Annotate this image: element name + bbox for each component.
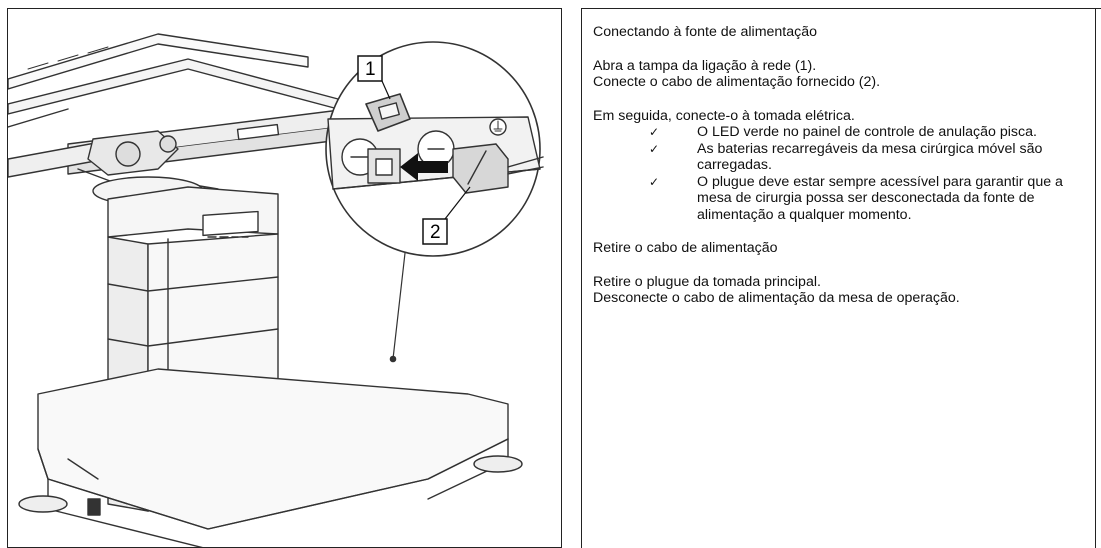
step-remove-plug: Retire o plugue da tomada principal. [593, 273, 821, 290]
result-item: ✓ O plugue deve estar sempre acessível p… [649, 173, 1063, 223]
check-icon: ✓ [649, 141, 660, 156]
callout-box-2 [422, 218, 448, 245]
result-item: ✓ As baterias recarregáveis da mesa cirú… [649, 140, 1043, 174]
illustration-panel: 1 2 [7, 8, 562, 548]
callout-1-label: 1 [365, 59, 376, 80]
step-open-cover: Abra a tampa da ligação à rede (1). [593, 57, 817, 74]
check-icon: ✓ [649, 174, 660, 189]
surgical-table-illustration: 1 2 [8, 33, 544, 547]
callout-2-label: 2 [430, 222, 441, 243]
instructions-panel [581, 8, 1101, 548]
result-list: ✓ O LED verde no painel de controle de a… [593, 124, 1098, 223]
remove-heading: Retire o cabo de alimentação [593, 240, 778, 256]
step-connect-outlet: Em seguida, conecte-o à tomada elétrica. [593, 107, 855, 124]
check-icon: ✓ [649, 125, 660, 139]
instructions-text: Conectando à fonte de alimentação Abra a… [593, 24, 1098, 307]
result-item: ✓ O LED verde no painel de controle de a… [649, 124, 1037, 140]
panel-border [1095, 8, 1096, 548]
callout-box-1 [357, 55, 383, 82]
step-disconnect-cable: Desconecte o cabo de alimentação da mesa… [593, 290, 960, 306]
section-title: Conectando à fonte de alimentação [593, 24, 818, 40]
step-connect-cable: Conecte o cabo de alimentação fornecido … [593, 74, 881, 90]
